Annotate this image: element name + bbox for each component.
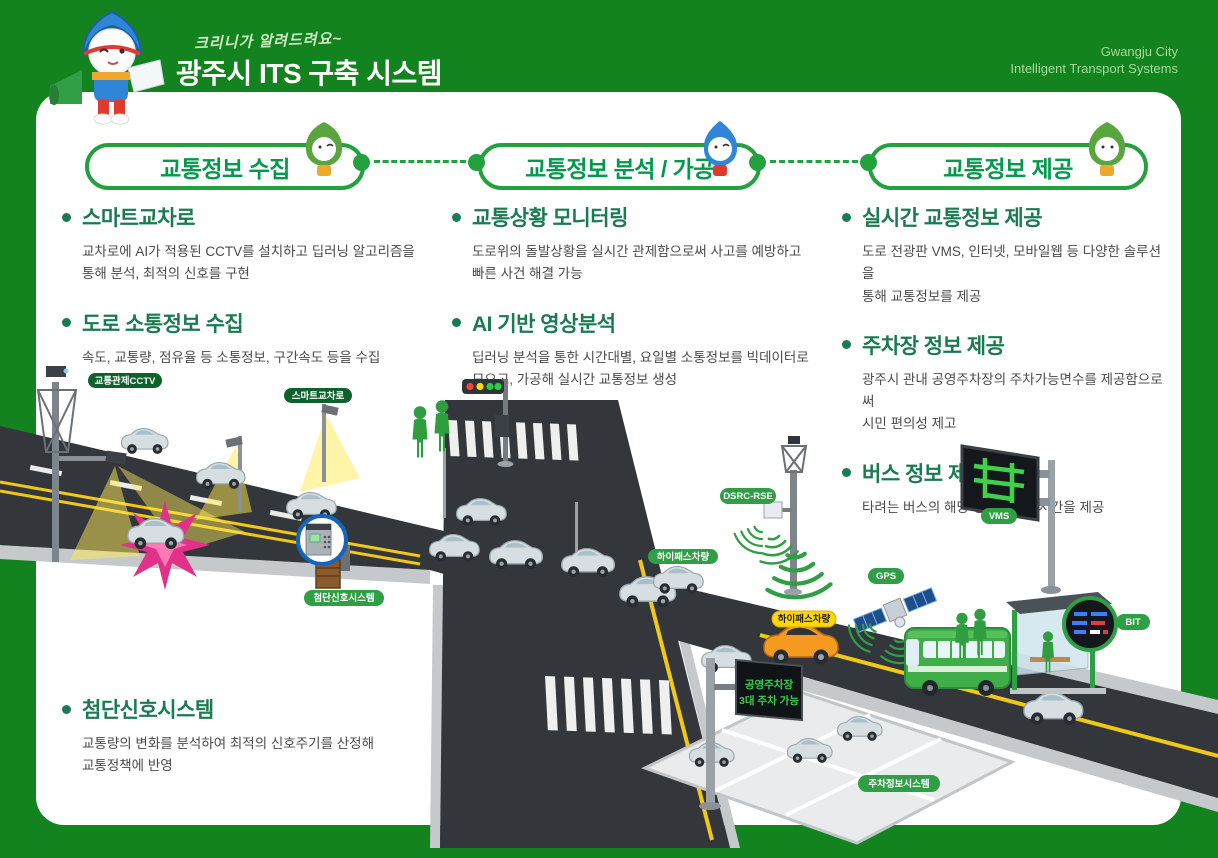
label-bit: BIT	[1116, 614, 1150, 630]
svg-text:GPS: GPS	[876, 571, 896, 582]
section-collect: 스마트교차로 교차로에 AI가 적용된 CCTV를 설치하고 딥러닝 알고리즘을…	[62, 202, 434, 391]
info-title-text: 주차장 정보 제공	[862, 334, 1005, 358]
traffic-light	[462, 379, 514, 467]
info-title-text: 스마트교차로	[82, 207, 195, 230]
info-title: 버스 정보 제공	[842, 458, 1172, 488]
info-desc: 도로 전광판 VMS, 인터넷, 모바일웹 등 다양한 솔루션을 통해 교통정보…	[862, 244, 1161, 304]
svg-text:첨단신호시스템: 첨단신호시스템	[313, 592, 374, 604]
info-desc: 광주시 관내 공영주차장의 주차가능면수를 제공함으로써 시민 편의성 제고	[862, 371, 1163, 432]
flow-step-analyze: 교통정보 분석 / 가공	[478, 121, 761, 190]
label-vms: VMS	[981, 508, 1017, 524]
flow-step-provide: 교통정보 제공	[868, 122, 1148, 190]
bullet-icon	[62, 318, 71, 328]
pedestrians-top	[412, 400, 450, 458]
mascot-blue-icon	[703, 121, 743, 176]
info-title: 실시간 교통정보 제공	[842, 202, 1172, 232]
info-desc: 교통량의 변화를 분석하여 최적의 신호주기를 산정해 교통정책에 반영	[82, 736, 374, 774]
info-title: 첨단신호시스템	[62, 694, 422, 724]
bit-display-inset	[1062, 596, 1118, 652]
label-hipass-b: 하이패스차량	[771, 610, 837, 628]
road-cross	[440, 400, 730, 848]
mascot-icon	[49, 10, 165, 125]
label-signal-system: 첨단신호시스템	[304, 590, 384, 606]
parking-sign: 공영주차장 3대 주차 가능	[699, 658, 803, 810]
mascot-speech: 크리니가 알려드려요~	[193, 30, 343, 53]
flow-step-analyze-label: 교통정보 분석 / 가공	[525, 155, 714, 182]
section-signal-system: 첨단신호시스템 교통량의 변화를 분석하여 최적의 신호주기를 산정해 교통정책…	[62, 694, 422, 778]
parking-sign-line2: 3대 주차 가능	[739, 694, 799, 707]
info-item-monitoring: 교통상황 모니터링 도로위의 돌발상황을 실시간 관제함으로써 사고를 예방하고…	[452, 202, 824, 286]
mascot-green2-icon	[1085, 122, 1126, 176]
flow-node-4	[860, 154, 877, 171]
diagram-labels: 교통관제CCTV 스마트교차로 첨단신호시스템 DSRC-RSE 하이패스차량 …	[88, 373, 1150, 792]
signal-controller-inset	[296, 514, 350, 589]
bullet-icon	[62, 212, 71, 222]
vms-sign	[960, 444, 1061, 594]
info-item-smart-intersection: 스마트교차로 교차로에 AI가 적용된 CCTV를 설치하고 딥러닝 알고리즘을…	[62, 202, 434, 286]
svg-text:BIT: BIT	[1125, 617, 1141, 628]
flow-step-provide-label: 교통정보 제공	[943, 155, 1073, 182]
info-title: AI 기반 영상분석	[452, 308, 824, 338]
info-item-parking: 주차장 정보 제공 광주시 관내 공영주차장의 주차가능면수를 제공함으로써 시…	[842, 330, 1172, 436]
info-title-text: 도로 소통정보 수집	[82, 312, 244, 336]
label-gps: GPS	[868, 568, 904, 584]
info-title-text: 교통상황 모니터링	[472, 207, 628, 230]
header-english: Gwangju City Intelligent Transport Syste…	[1010, 44, 1178, 78]
svg-text:스마트교차로: 스마트교차로	[292, 390, 345, 402]
flow-node-1	[353, 154, 370, 171]
label-hipass-a: 하이패스차량	[648, 549, 718, 564]
info-title-text: 실시간 교통정보 제공	[862, 207, 1043, 230]
label-parking-system: 주차정보시스템	[858, 775, 940, 792]
info-title: 교통상황 모니터링	[452, 202, 824, 232]
bullet-icon	[842, 212, 851, 222]
info-desc: 교차로에 AI가 적용된 CCTV를 설치하고 딥러닝 알고리즘을 통해 분석,…	[82, 244, 415, 282]
info-item-realtime: 실시간 교통정보 제공 도로 전광판 VMS, 인터넷, 모바일웹 등 다양한 …	[842, 202, 1172, 308]
bullet-icon	[842, 468, 851, 478]
flow-step-collect-label: 교통정보 수집	[160, 155, 290, 182]
svg-text:교통관제CCTV: 교통관제CCTV	[95, 375, 156, 387]
svg-text:주차정보시스템: 주차정보시스템	[868, 778, 929, 790]
crosswalk-top	[448, 420, 579, 461]
flow-node-2	[468, 154, 485, 171]
parking-sign-line1: 공영주차장	[745, 678, 794, 691]
header-english-line2: Intelligent Transport Systems	[1010, 60, 1178, 76]
cctv-tower	[36, 366, 245, 562]
svg-text:하이패스차량: 하이패스차량	[778, 613, 831, 625]
info-title: 스마트교차로	[62, 202, 434, 232]
svg-text:VMS: VMS	[989, 511, 1010, 522]
bullet-icon	[452, 318, 461, 328]
bullet-icon	[452, 212, 461, 222]
flow-connector-1	[374, 160, 466, 163]
info-title-text: AI 기반 영상분석	[472, 312, 616, 336]
flow-step-collect: 교통정보 수집	[85, 122, 365, 190]
info-title-text: 첨단신호시스템	[82, 699, 214, 722]
label-cctv: 교통관제CCTV	[88, 373, 162, 388]
dsrc-rse-pole	[730, 436, 832, 600]
info-desc: 도로위의 돌발상황을 실시간 관제함으로써 사고를 예방하고 빠른 사건 해결 …	[472, 244, 802, 282]
info-title-text: 버스 정보 제공	[862, 462, 986, 486]
label-smart-intersection: 스마트교차로	[284, 388, 352, 403]
gps-satellite	[843, 587, 938, 666]
svg-text:DSRC-RSE: DSRC-RSE	[723, 491, 773, 502]
label-dsrc-rse: DSRC-RSE	[720, 488, 776, 504]
intersection-illustration: 공영주차장 3대 주차 가능 교통관제CCTV 스마트교차로 첨단신호시스템 D…	[0, 366, 1218, 848]
flow-node-3	[749, 154, 766, 171]
header-english-line1: Gwangju City	[1100, 44, 1178, 59]
info-title: 주차장 정보 제공	[842, 330, 1172, 360]
crosswalk-bottom	[545, 676, 672, 735]
road-markings	[0, 420, 1218, 841]
svg-text:하이패스차량: 하이패스차량	[657, 551, 710, 563]
info-desc: 속도, 교통량, 점유율 등 소통정보, 구간속도 등을 수집	[82, 349, 381, 365]
info-title: 도로 소통정보 수집	[62, 308, 434, 338]
flow-connector-2	[770, 160, 858, 163]
mascot-green-icon	[301, 122, 343, 176]
crash-accident	[120, 500, 210, 590]
page-title: 광주시 ITS 구축 시스템	[176, 58, 442, 89]
bullet-icon	[62, 704, 71, 714]
info-item-road-info: 도로 소통정보 수집 속도, 교통량, 점유율 등 소통정보, 구간속도 등을 …	[62, 308, 434, 369]
bullet-icon	[842, 340, 851, 350]
